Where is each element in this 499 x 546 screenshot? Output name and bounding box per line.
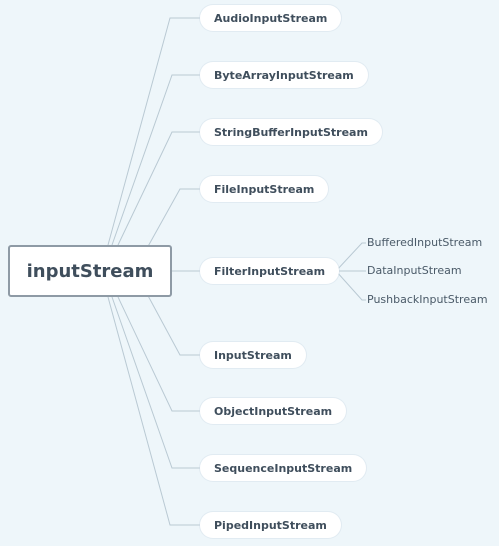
node-inputstream[interactable]: InputStream	[200, 342, 306, 368]
connector-stringbuffer	[117, 131, 200, 246]
root-node[interactable]: inputStream	[8, 245, 172, 297]
node-filterinputstream[interactable]: FilterInputStream	[200, 258, 340, 284]
leaf-bufferedinputstream[interactable]: BufferedInputStream	[367, 236, 483, 249]
node-objectinputstream[interactable]: ObjectInputStream	[200, 398, 347, 424]
connector-sequence	[111, 296, 200, 469]
connector-input	[145, 291, 200, 356]
root-label: inputStream	[26, 260, 154, 282]
connector-object	[117, 296, 200, 412]
node-audioinputstream[interactable]: AudioInputStream	[200, 5, 342, 31]
leaf-pushbackinputstream[interactable]: PushbackInputStream	[367, 293, 488, 306]
connector-bytearray	[111, 74, 200, 246]
node-pipedinputstream[interactable]: PipedInputStream	[200, 512, 341, 538]
connector-file	[145, 188, 200, 251]
connector-buffered	[335, 242, 366, 272]
connector-pushback	[335, 270, 366, 301]
node-fileinputstream[interactable]: FileInputStream	[200, 176, 329, 202]
node-stringbufferinputstream[interactable]: StringBufferInputStream	[200, 119, 382, 145]
node-sequenceinputstream[interactable]: SequenceInputStream	[200, 455, 367, 481]
connector-audio	[107, 17, 200, 246]
connector-piped	[107, 296, 200, 526]
leaf-datainputstream[interactable]: DataInputStream	[367, 264, 462, 277]
node-bytearrayinputstream[interactable]: ByteArrayInputStream	[200, 62, 368, 88]
